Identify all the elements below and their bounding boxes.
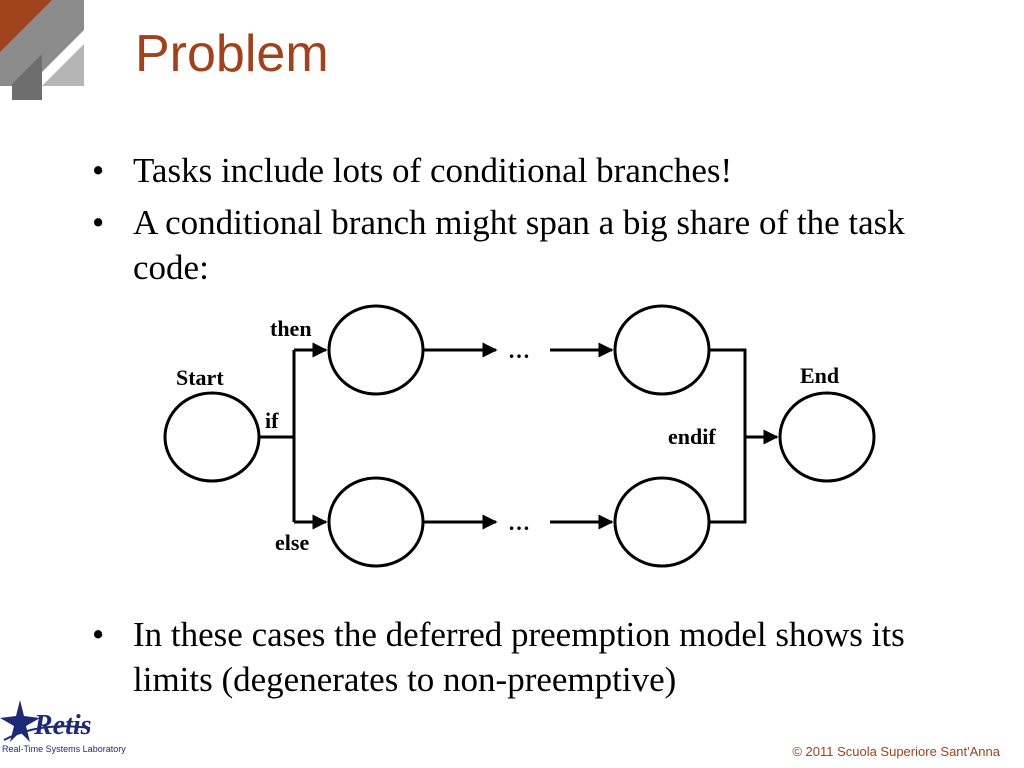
bullet-text: In these cases the deferred preemption m… bbox=[133, 615, 905, 699]
retis-logo: Retis Real-Time Systems Laboratory bbox=[0, 700, 126, 754]
then-label: then bbox=[270, 316, 312, 341]
bullet-dot: • bbox=[92, 203, 105, 242]
end-label: End bbox=[800, 363, 839, 388]
ellipsis-top: … bbox=[508, 338, 530, 363]
end-node bbox=[778, 391, 876, 483]
retis-wordmark: Retis bbox=[33, 710, 92, 741]
ellipsis-bottom: … bbox=[508, 510, 530, 535]
if-label: if bbox=[265, 408, 279, 433]
slide-title: Problem bbox=[135, 25, 329, 83]
endif-label: endif bbox=[668, 424, 716, 449]
bullet-text: A conditional branch might span a big sh… bbox=[133, 203, 905, 287]
else-node-2 bbox=[613, 476, 711, 568]
else-label: else bbox=[275, 530, 309, 555]
else-node-1 bbox=[327, 476, 425, 568]
house-corner-logo-icon bbox=[0, 0, 84, 100]
bullet-dot: • bbox=[92, 151, 105, 190]
star-icon bbox=[0, 700, 40, 742]
bullet-text: Tasks include lots of conditional branch… bbox=[133, 151, 733, 190]
copyright-footer: © 2011 Scuola Superiore Sant'Anna bbox=[792, 744, 1000, 759]
bullet-dot: • bbox=[92, 615, 105, 654]
retis-tagline: Real-Time Systems Laboratory bbox=[2, 744, 126, 754]
then-node-1 bbox=[327, 304, 425, 396]
then-node-2 bbox=[613, 304, 711, 396]
start-node bbox=[163, 391, 261, 483]
start-label: Start bbox=[176, 365, 224, 390]
